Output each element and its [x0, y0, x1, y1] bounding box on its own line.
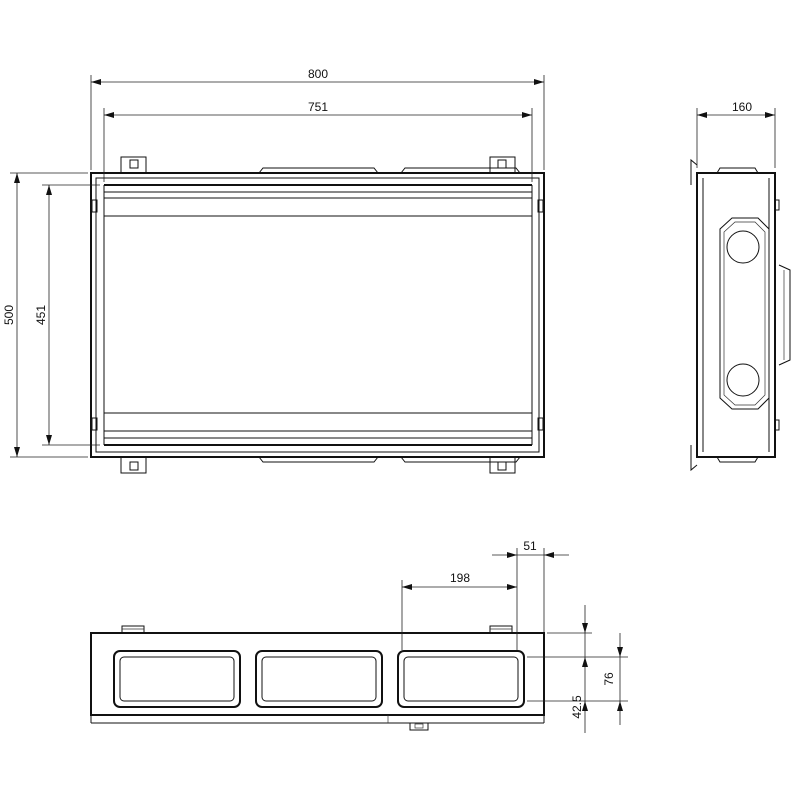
bottom-edge-offset-label: 51 — [523, 539, 537, 553]
bottom-opening-height-label: 76 — [602, 672, 616, 686]
bottom-view: 51 198 76 42.5 — [90, 539, 628, 733]
opening-3 — [397, 650, 525, 708]
side-view: 160 — [690, 100, 791, 472]
side-depth-label: 160 — [732, 100, 752, 114]
front-inner-height-label: 451 — [34, 305, 48, 325]
opening-1 — [113, 650, 241, 708]
opening-2 — [255, 650, 383, 708]
front-view: 800 751 500 451 — [2, 67, 545, 474]
front-overall-height-label: 500 — [2, 305, 16, 325]
front-overall-width-label: 800 — [308, 67, 328, 81]
bottom-opening-width-label: 198 — [450, 571, 470, 585]
front-inner-width-label: 751 — [308, 100, 328, 114]
bottom-depth-offset-label: 42.5 — [570, 695, 584, 719]
